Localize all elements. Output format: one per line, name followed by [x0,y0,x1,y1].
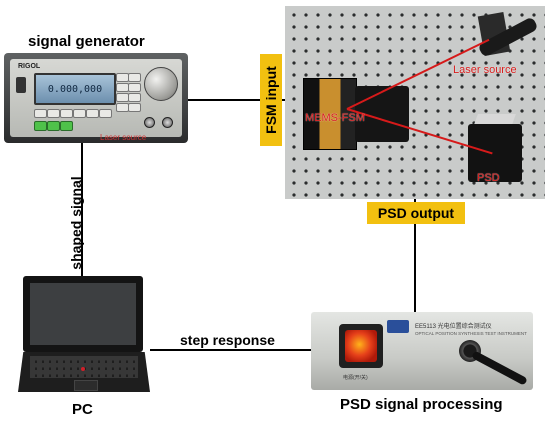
fsm-mount [303,78,357,150]
trackpoint-icon [81,367,85,371]
psd-signal-processing-label: PSD signal processing [340,396,503,413]
optical-table-image: Laser source MEMS-FSM PSD [285,6,545,199]
mems-fsm-label: MEMS-FSM [305,112,365,124]
bnc-connector-icon [162,117,173,128]
power-switch-icon [345,330,377,362]
rotary-knob-icon [144,67,178,101]
wire-fsm-tag-to-table [281,99,287,101]
laser-source-label: Laser source [453,64,517,76]
generator-overlay-text: Laser source [100,133,147,142]
channel-button [34,121,47,131]
step-response-label: step response [180,332,275,348]
channel-button [47,121,60,131]
wire-generator-to-fsm [188,99,260,101]
generator-brand: RIGOL [18,63,41,70]
psd-output-tag: PSD output [367,202,465,224]
touchpad-icon [74,380,98,391]
psd-label: PSD [477,172,500,184]
processor-subtitle-text: OPTICAL POSITION SYNTHESIS TEST INSTRUME… [415,331,527,336]
channel-button [60,121,73,131]
manufacturer-logo-icon [387,320,409,333]
pc-label: PC [72,401,93,418]
shaped-signal-label: shaped signal [68,176,84,270]
wire-pc-to-processor [150,349,311,351]
wire-psd-tag-to-processor [414,224,416,312]
psd-sensor-icon [468,124,522,182]
processor-model-text: EE5113 光电位置综合测试仪 [415,324,492,330]
laptop-screen [30,283,136,345]
fsm-input-tag: FSM input [260,54,282,146]
generator-display: 0.000,000 [34,73,116,105]
wire-table-to-psd-tag [414,199,416,203]
wire-generator-to-pc [81,143,83,276]
usb-port-icon [16,77,26,93]
power-switch-text: 电源(开/关) [343,375,368,381]
signal-generator-image: RIGOL 0.000,000 Laser source [4,53,188,143]
bnc-connector-icon [144,117,155,128]
psd-processor-image: EE5113 光电位置综合测试仪 OPTICAL POSITION SYNTHE… [311,312,533,390]
pc-laptop-image [18,276,150,396]
cable-icon [471,350,528,386]
signal-generator-label: signal generator [28,33,145,50]
